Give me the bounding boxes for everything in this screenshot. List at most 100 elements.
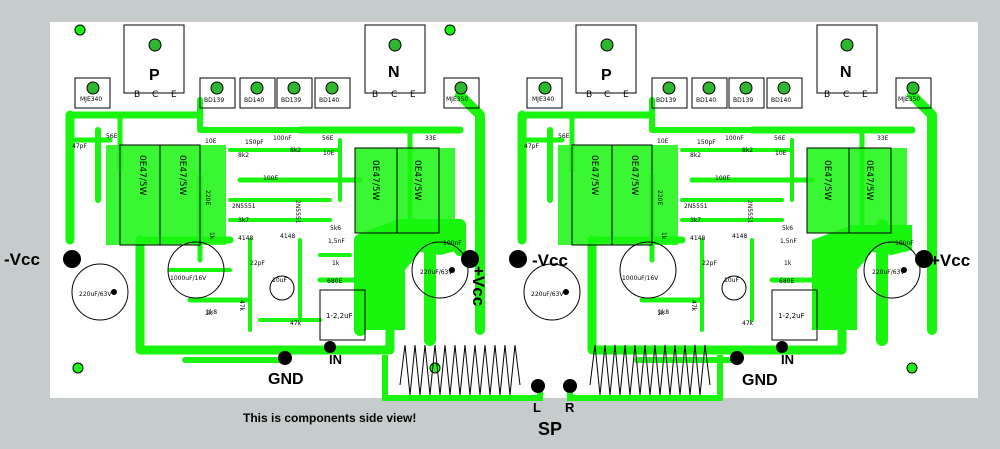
emitter-resistor-1: 0E47/5W xyxy=(589,155,599,196)
component-label: 3k7 xyxy=(238,217,249,224)
power-left-pin-b: B xyxy=(586,90,592,100)
film-cap-label: 1-2,2uF xyxy=(326,312,353,320)
component-label: 1k8 xyxy=(206,309,217,316)
power-right-pin-e: E xyxy=(862,90,868,100)
component-label: 100E xyxy=(715,175,730,182)
component-label: 47k xyxy=(690,300,697,312)
component-label: 5k6 xyxy=(782,225,793,232)
pads xyxy=(509,38,933,374)
component-label: 4148 xyxy=(280,233,295,240)
film-cap-label: 1-2,2uF xyxy=(778,312,805,320)
component-label: 8k2 xyxy=(290,147,301,154)
power-left-pin-c: C xyxy=(152,90,158,100)
emitter-resistor-1: 0E47/5W xyxy=(137,155,147,196)
speaker-label: SP xyxy=(538,419,562,439)
component-label: 1,5nF xyxy=(780,238,797,245)
component-label: 2N5551 xyxy=(232,203,256,210)
components-side-note: This is components side view! xyxy=(243,411,417,425)
transistor-left-label: MJE340 xyxy=(80,96,102,103)
component-label: 2N5551 xyxy=(684,203,708,210)
cap-mid-label: 1000uF/16V xyxy=(622,275,659,282)
power-left-pin-c: C xyxy=(604,90,610,100)
component-label: 56E xyxy=(558,133,570,140)
power-left-letter: P xyxy=(601,67,612,84)
power-left-pin-e: E xyxy=(171,90,177,100)
component-label: 10uF xyxy=(724,277,739,284)
copper-pour xyxy=(106,145,226,245)
power-left-pin-e: E xyxy=(623,90,629,100)
component-label: 8k2 xyxy=(742,147,753,154)
supply-negative-label: -Vcc xyxy=(532,251,568,270)
component-label: 10E xyxy=(657,138,669,145)
component-label: 56E xyxy=(106,133,118,140)
driver-1-label: BD139 xyxy=(204,97,224,104)
component-label: 47k xyxy=(742,320,754,327)
component-label: 47pF xyxy=(72,143,87,150)
copper-pour xyxy=(558,145,678,245)
driver-4-label: BD140 xyxy=(319,97,339,104)
power-right-pin-c: C xyxy=(391,90,397,100)
cap-right-label: 220uF/63V xyxy=(872,269,905,276)
component-label: 2N5551 xyxy=(294,200,301,224)
labels: MJE340 P B C E BD139 BD140 BD139 BD140 N… xyxy=(531,64,970,389)
cap-mid-label: 1000uF/16V xyxy=(170,275,207,282)
ground-label: GND xyxy=(268,371,304,388)
component-label: 56E xyxy=(774,135,786,142)
component-label: 1k xyxy=(660,232,667,240)
component-label: 100E xyxy=(263,175,278,182)
speaker-pad-left xyxy=(531,379,545,393)
channel-left: MJE340 P B C E BD139 BD140 BD139 BD140 N… xyxy=(4,24,488,388)
power-left-pin-b: B xyxy=(134,90,140,100)
component-label: 8k2 xyxy=(238,152,249,159)
component-label: 10uF xyxy=(272,277,287,284)
component-label: 220E xyxy=(656,190,663,205)
cap-left-label: 220uF/63V xyxy=(79,291,112,298)
input-label: IN xyxy=(329,352,342,367)
component-label: 680E xyxy=(779,278,794,285)
transistor-right-label: MJE350 xyxy=(446,96,468,103)
supply-positive-label: +Vcc xyxy=(930,251,970,270)
component-label: 47k xyxy=(238,300,245,312)
component-label: 33E xyxy=(425,135,437,142)
component-label: 100nF xyxy=(443,240,462,247)
speaker-right-label: R xyxy=(565,400,575,415)
component-label: 4148 xyxy=(238,235,253,242)
component-label: 1k xyxy=(205,310,213,317)
copper-pour xyxy=(812,225,912,330)
component-label: 22pF xyxy=(702,260,717,267)
input-label: IN xyxy=(781,352,794,367)
component-label: 1,5nF xyxy=(328,238,345,245)
copper-pour xyxy=(355,148,455,233)
silkscreen xyxy=(71,24,480,341)
power-right-pin-b: B xyxy=(824,90,830,100)
cap-left-label: 220uF/63V xyxy=(531,291,564,298)
driver-2-label: BD140 xyxy=(696,97,716,104)
driver-1-label: BD139 xyxy=(656,97,676,104)
component-label: 10E xyxy=(323,150,335,157)
component-label: 56E xyxy=(322,135,334,142)
driver-4-label: BD140 xyxy=(771,97,791,104)
component-label: 1k8 xyxy=(658,309,669,316)
emitter-resistor-3: 0E47/5W xyxy=(370,160,380,201)
ground-label: GND xyxy=(742,372,778,389)
component-label: 1k xyxy=(332,260,340,267)
emitter-resistor-4: 0E47/5W xyxy=(412,160,422,201)
transistor-right-label: MJE350 xyxy=(898,96,920,103)
power-right-letter: N xyxy=(840,64,852,81)
component-label: 150pF xyxy=(245,139,264,146)
power-right-pin-c: C xyxy=(843,90,849,100)
power-right-letter: N xyxy=(388,64,400,81)
emitter-resistor-3: 0E47/5W xyxy=(822,160,832,201)
component-label: 5k6 xyxy=(330,225,341,232)
emitter-resistor-2: 0E47/5W xyxy=(629,155,639,196)
component-label: 1k xyxy=(657,310,665,317)
component-label: 100nF xyxy=(895,240,914,247)
component-label: 4148 xyxy=(690,235,705,242)
component-label: 8k2 xyxy=(690,152,701,159)
silkscreen xyxy=(523,24,932,341)
component-label: 47pF xyxy=(524,143,539,150)
component-label: 220E xyxy=(204,190,211,205)
